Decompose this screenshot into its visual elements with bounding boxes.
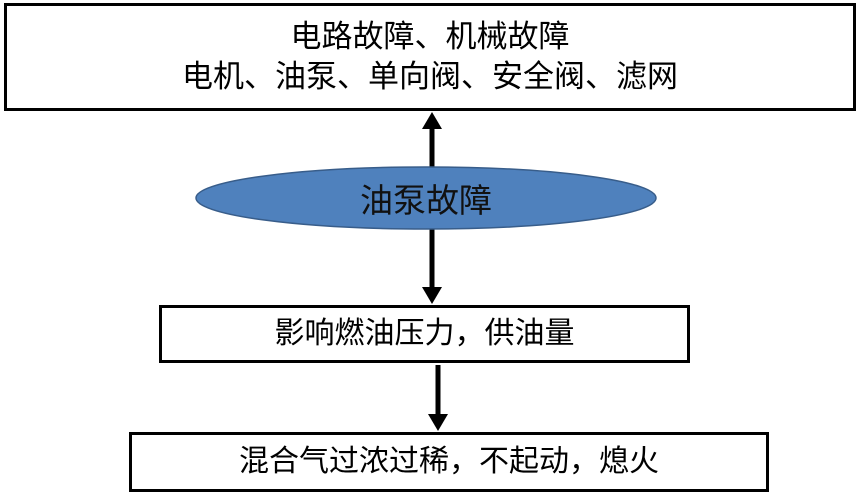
- arrow-to-top-box: [422, 112, 442, 170]
- effect-box: 影响燃油压力，供油量: [159, 305, 690, 363]
- causes-line-1: 电路故障、机械故障: [290, 19, 570, 55]
- arrow-to-bottom-box: [428, 365, 448, 431]
- causes-line-2: 电机、油泵、单向阀、安全阀、滤网: [182, 59, 678, 95]
- arrow-to-middle-box: [422, 226, 442, 304]
- causes-box: 电路故障、机械故障 电机、油泵、单向阀、安全阀、滤网: [4, 3, 856, 111]
- center-ellipse-shape: [195, 166, 657, 230]
- center-ellipse-label: 油泵故障: [360, 181, 492, 220]
- effect-text: 影响燃油压力，供油量: [274, 316, 575, 351]
- symptom-text: 混合气过浓过稀，不起动，熄火: [239, 444, 659, 479]
- symptom-box: 混合气过浓过稀，不起动，熄火: [129, 432, 769, 492]
